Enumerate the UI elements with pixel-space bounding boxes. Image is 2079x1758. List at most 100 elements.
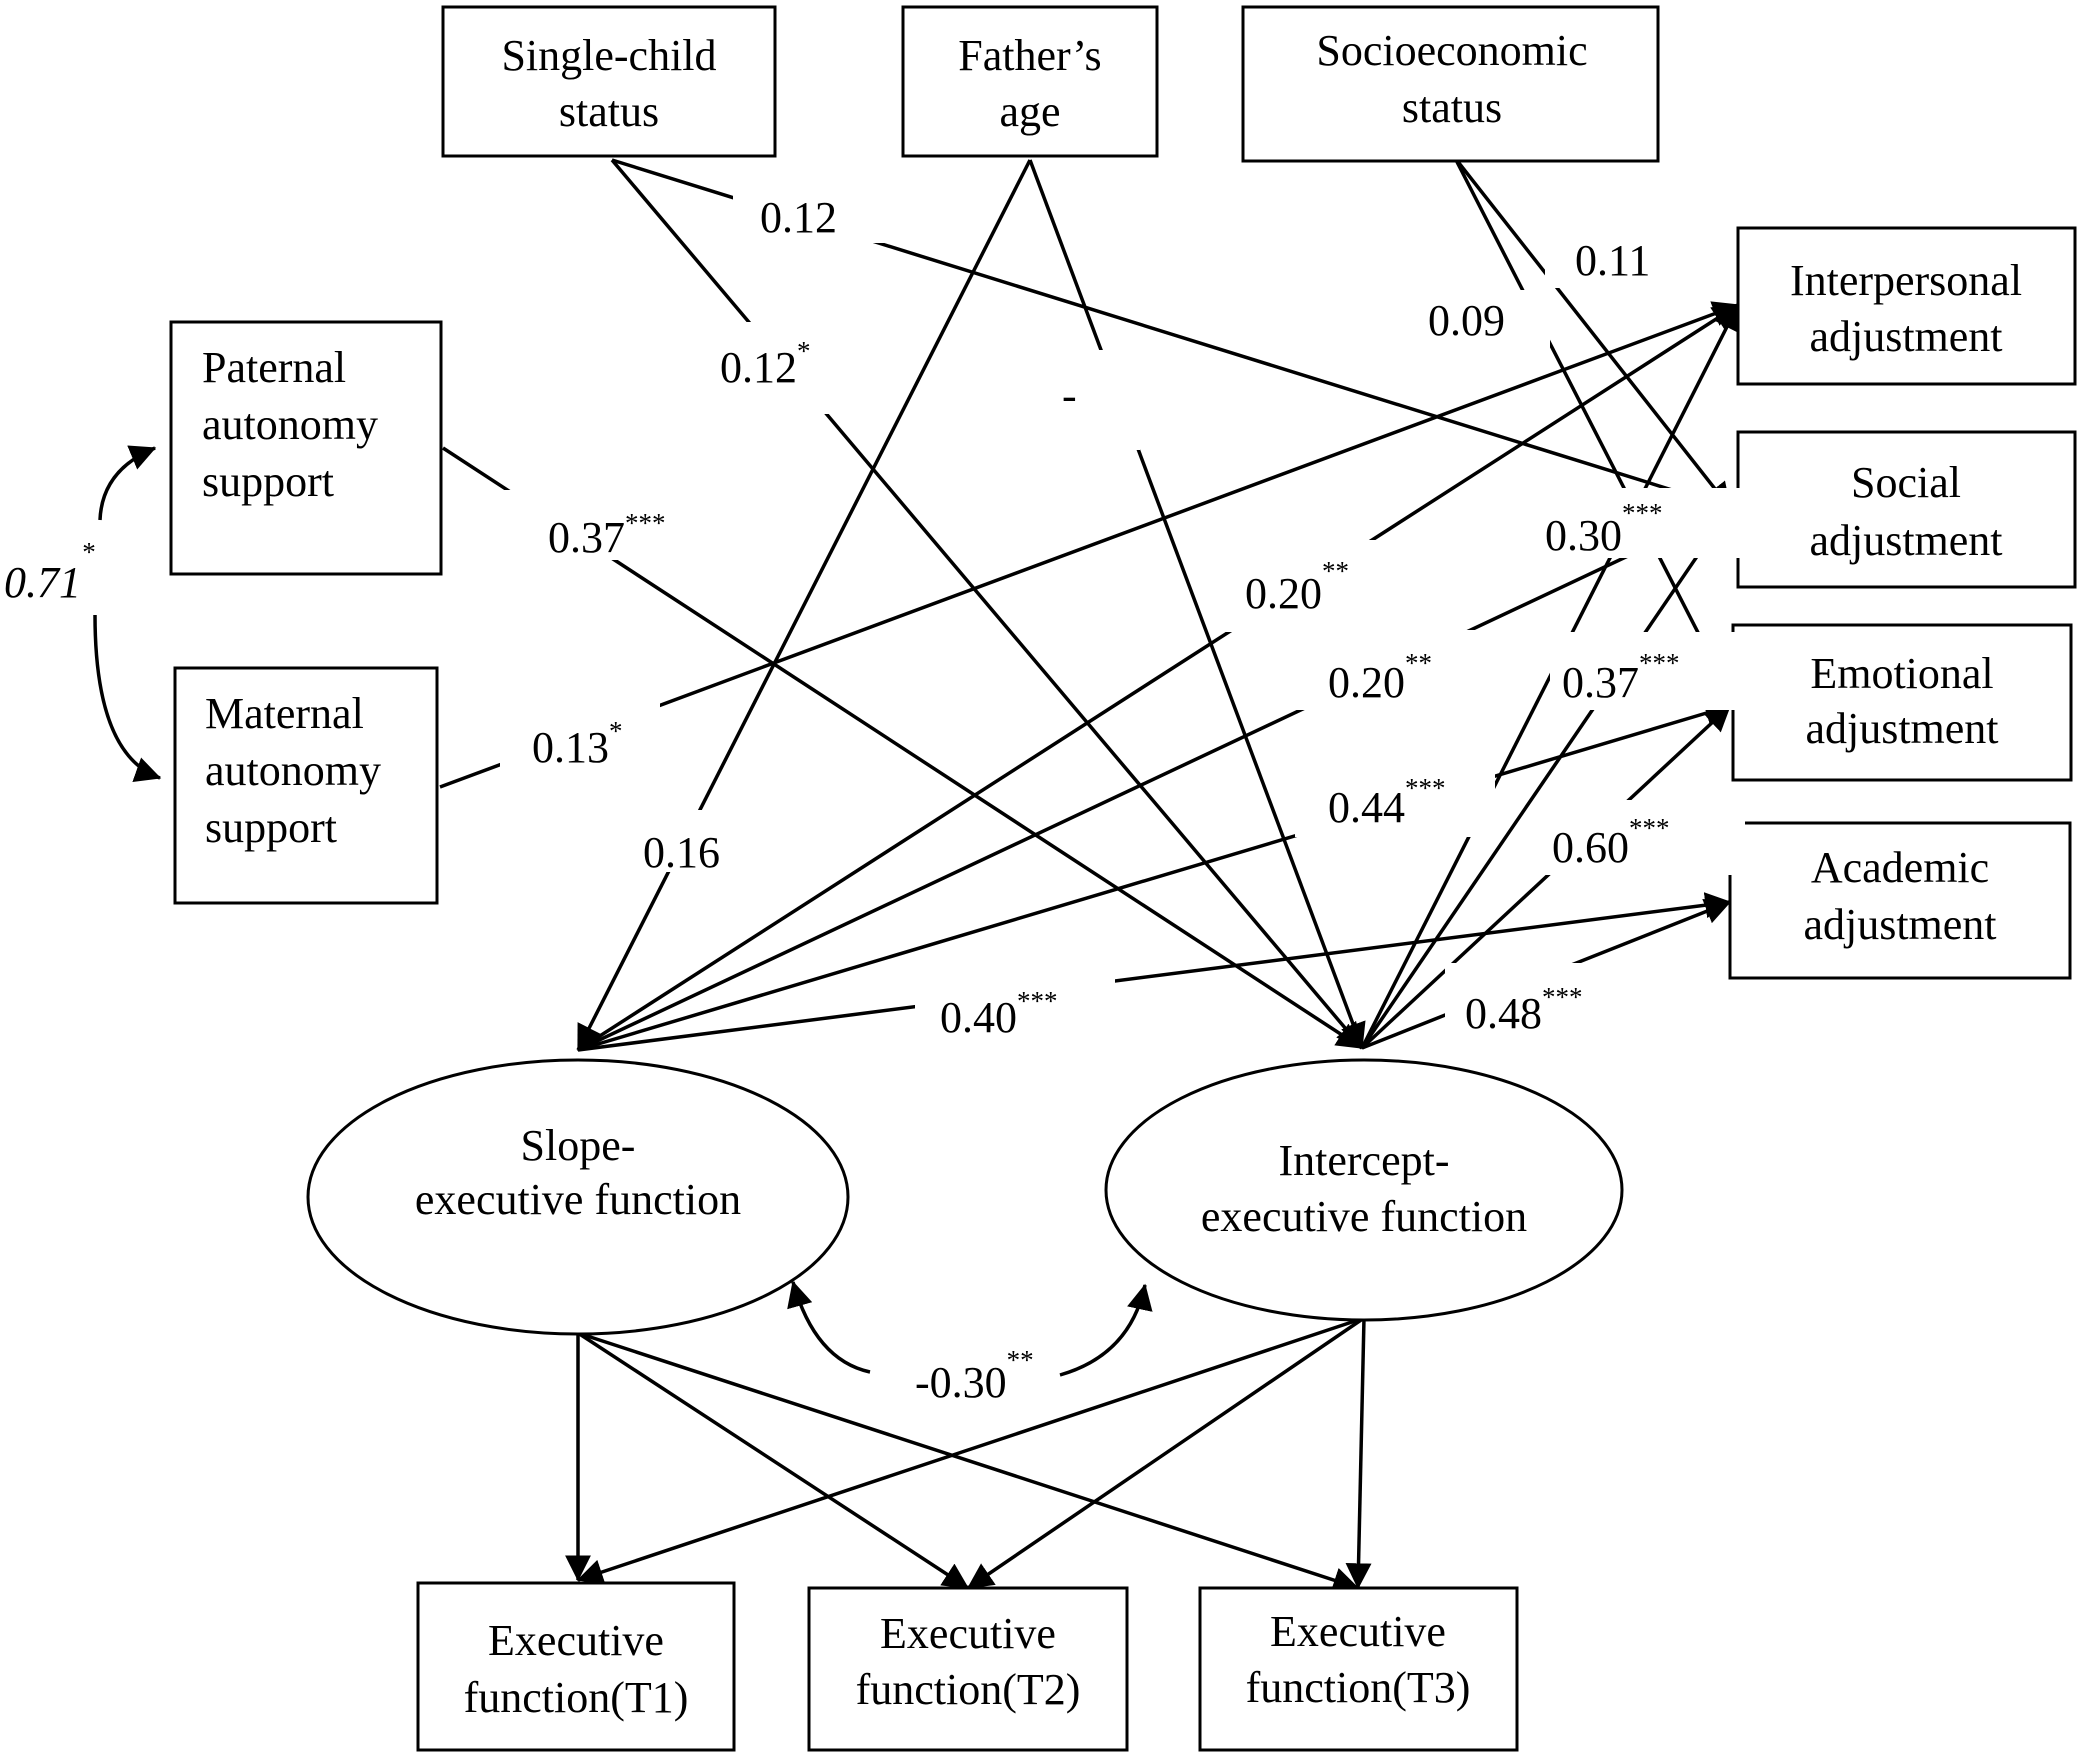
path-slope-to-social xyxy=(577,506,1732,1052)
coef-slope-to-interpersonal: 0.20** xyxy=(1225,540,1395,632)
coef-fathers-age-to-slope: 0.16 xyxy=(620,810,750,877)
svg-text:function(T3): function(T3) xyxy=(1246,1663,1471,1712)
svg-text:0.37***: 0.37*** xyxy=(548,508,666,562)
coef-fathers-age-to-intercept: - xyxy=(1050,350,1140,450)
path-fathers-age-to-slope xyxy=(576,159,1032,1052)
svg-text:0.37***: 0.37*** xyxy=(1562,648,1680,707)
coef-slope-to-emotional: 0.44*** xyxy=(1295,757,1495,837)
covariance-slope-intercept-right xyxy=(1059,1283,1153,1377)
path-ses-to-emotional xyxy=(1453,157,1732,697)
path-intercept-to-ef-t3 xyxy=(1345,1317,1372,1590)
svg-text:Single-child: Single-child xyxy=(501,31,716,80)
svg-text:Emotional: Emotional xyxy=(1810,649,1993,698)
path-intercept-to-social xyxy=(1360,506,1732,1049)
svg-text:0.12: 0.12 xyxy=(760,193,837,242)
svg-text:Slope-: Slope- xyxy=(521,1121,636,1170)
path-intercept-to-emotional xyxy=(1360,704,1732,1050)
coef-single-child-to-social: 0.12 xyxy=(733,185,885,243)
svg-text:0.12*: 0.12* xyxy=(720,336,811,392)
coef-slope-intercept-covariance: -0.30** xyxy=(915,1345,1034,1407)
svg-text:0.13*: 0.13* xyxy=(532,716,623,772)
svg-text:executive function: executive function xyxy=(415,1175,741,1224)
svg-text:adjustment: adjustment xyxy=(1809,312,2002,361)
svg-text:0.48***: 0.48*** xyxy=(1465,982,1583,1038)
svg-text:Executive: Executive xyxy=(1270,1607,1446,1656)
coef-slope-to-social: 0.20** xyxy=(1290,630,1490,710)
path-single-child-to-intercept xyxy=(610,158,1364,1050)
svg-text:0.30***: 0.30*** xyxy=(1545,498,1663,560)
svg-text:-: - xyxy=(1062,371,1077,420)
box-interpersonal-adjustment: Interpersonal adjustment xyxy=(1736,226,2077,386)
svg-text:Socioeconomic: Socioeconomic xyxy=(1316,26,1587,75)
svg-text:autonomy: autonomy xyxy=(205,746,381,795)
coef-intercept-to-academic: 0.48*** xyxy=(1445,963,1645,1038)
svg-text:-0.30**: -0.30** xyxy=(915,1345,1034,1407)
box-single-child-status: Single-child status xyxy=(441,5,777,158)
svg-text:0.40***: 0.40*** xyxy=(940,986,1058,1042)
svg-text:Social: Social xyxy=(1851,458,1961,507)
svg-text:function(T2): function(T2) xyxy=(856,1665,1081,1714)
covariance-parents-lower xyxy=(93,614,162,782)
coef-intercept-to-interpersonal: 0.30*** xyxy=(1540,488,1750,560)
path-slope-to-academic xyxy=(577,892,1732,1052)
path-slope-to-emotional xyxy=(577,700,1732,1052)
svg-text:Interpersonal: Interpersonal xyxy=(1790,256,2022,305)
svg-text:0.60***: 0.60*** xyxy=(1552,813,1670,872)
coef-paternal-to-intercept: 0.37*** xyxy=(500,490,700,562)
ellipse-intercept-executive-function: Intercept- executive function xyxy=(1104,1058,1624,1322)
svg-text:executive function: executive function xyxy=(1201,1192,1527,1241)
svg-text:Intercept-: Intercept- xyxy=(1279,1136,1450,1185)
path-intercept-to-ef-t1 xyxy=(576,1316,1365,1585)
path-fathers-age-to-intercept xyxy=(1028,159,1366,1050)
box-executive-function-t2: Executive function(T2) xyxy=(807,1586,1129,1752)
box-academic-adjustment: Academic adjustment xyxy=(1728,821,2072,980)
svg-text:support: support xyxy=(202,457,334,506)
path-intercept-to-ef-t2 xyxy=(966,1316,1365,1590)
svg-text:Maternal: Maternal xyxy=(205,689,364,738)
svg-text:0.11: 0.11 xyxy=(1575,236,1650,285)
coefficient-labels: 0.12 0.12* 0.16 - 0.11 0.09 0.37*** 0.1 xyxy=(4,185,1750,1407)
path-slope-to-interpersonal xyxy=(577,303,1740,1052)
box-maternal-autonomy-support: Maternal autonomy support xyxy=(173,666,439,905)
path-ses-to-social xyxy=(1453,156,1732,510)
svg-text:status: status xyxy=(1402,83,1502,132)
box-executive-function-t1: Executive function(T1) xyxy=(416,1581,736,1752)
svg-text:0.71*: 0.71* xyxy=(4,537,95,607)
svg-text:adjustment: adjustment xyxy=(1803,900,1996,949)
svg-text:0.20**: 0.20** xyxy=(1328,648,1432,707)
svg-text:Paternal: Paternal xyxy=(202,343,346,392)
coef-intercept-to-social: 0.37*** xyxy=(1550,632,1750,710)
box-paternal-autonomy-support: Paternal autonomy support xyxy=(169,320,443,576)
path-slope-to-ef-t3 xyxy=(577,1331,1360,1593)
box-socioeconomic-status: Socioeconomic status xyxy=(1241,5,1660,163)
svg-text:support: support xyxy=(205,803,337,852)
path-slope-to-ef-t2 xyxy=(577,1331,970,1590)
svg-text:0.16: 0.16 xyxy=(643,828,720,877)
coef-intercept-to-emotional: 0.60*** xyxy=(1535,800,1745,875)
coef-ses-to-emotional: 0.09 xyxy=(1405,290,1550,350)
svg-text:0.20**: 0.20** xyxy=(1245,556,1349,618)
svg-text:function(T1): function(T1) xyxy=(464,1673,689,1722)
coef-parents-covariance: 0.71* xyxy=(4,537,95,607)
svg-text:0.44***: 0.44*** xyxy=(1328,773,1446,832)
coef-slope-to-academic: 0.40*** xyxy=(915,972,1115,1044)
svg-text:Executive: Executive xyxy=(488,1616,664,1665)
covariance-parents xyxy=(98,445,157,521)
box-executive-function-t3: Executive function(T3) xyxy=(1198,1586,1519,1752)
svg-text:0.09: 0.09 xyxy=(1428,296,1505,345)
svg-text:adjustment: adjustment xyxy=(1809,516,2002,565)
svg-text:Executive: Executive xyxy=(880,1609,1056,1658)
svg-text:autonomy: autonomy xyxy=(202,400,378,449)
coef-ses-to-social: 0.11 xyxy=(1545,230,1680,288)
coef-maternal-to-interpersonal: 0.13* xyxy=(500,700,660,778)
ellipse-slope-executive-function: Slope- executive function xyxy=(306,1058,850,1336)
svg-text:age: age xyxy=(999,87,1060,136)
covariance-slope-intercept-left xyxy=(787,1280,871,1374)
svg-text:Academic: Academic xyxy=(1811,843,1989,892)
svg-text:adjustment: adjustment xyxy=(1805,704,1998,753)
box-social-adjustment: Social adjustment xyxy=(1736,430,2077,589)
svg-text:status: status xyxy=(559,87,659,136)
box-fathers-age: Father’s age xyxy=(901,5,1159,158)
box-emotional-adjustment: Emotional adjustment xyxy=(1731,623,2073,782)
svg-text:Father’s: Father’s xyxy=(958,31,1101,80)
